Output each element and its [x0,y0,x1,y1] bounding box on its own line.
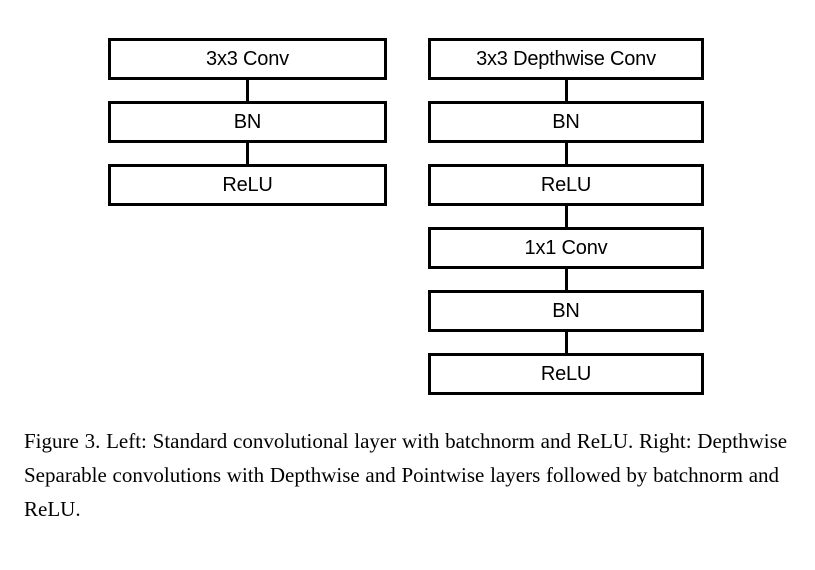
connector-line [564,80,568,101]
connector-line [246,80,249,101]
block-relu-2: ReLU [428,353,704,395]
block-relu: ReLU [108,164,387,206]
connector-line [246,143,249,164]
connector-line [564,269,568,290]
figure-caption: Figure 3. Left: Standard convolutional l… [24,429,788,521]
standard-conv-column: 3x3 Conv BN ReLU [108,38,387,206]
block-bn-2: BN [428,290,704,332]
block-bn: BN [108,101,387,143]
connector-line [564,332,568,353]
connector-line [564,143,568,164]
depthwise-separable-column: 3x3 Depthwise Conv BN ReLU 1x1 Conv BN R… [428,38,704,395]
block-bn-1: BN [428,101,704,143]
block-relu-1: ReLU [428,164,704,206]
block-3x3-conv: 3x3 Conv [108,38,387,80]
block-1x1-conv: 1x1 Conv [428,227,704,269]
connector-line [564,206,568,227]
block-3x3-depthwise-conv: 3x3 Depthwise Conv [428,38,704,80]
figure-diagram: 3x3 Conv BN ReLU 3x3 Depthwise Conv BN R… [108,38,704,395]
